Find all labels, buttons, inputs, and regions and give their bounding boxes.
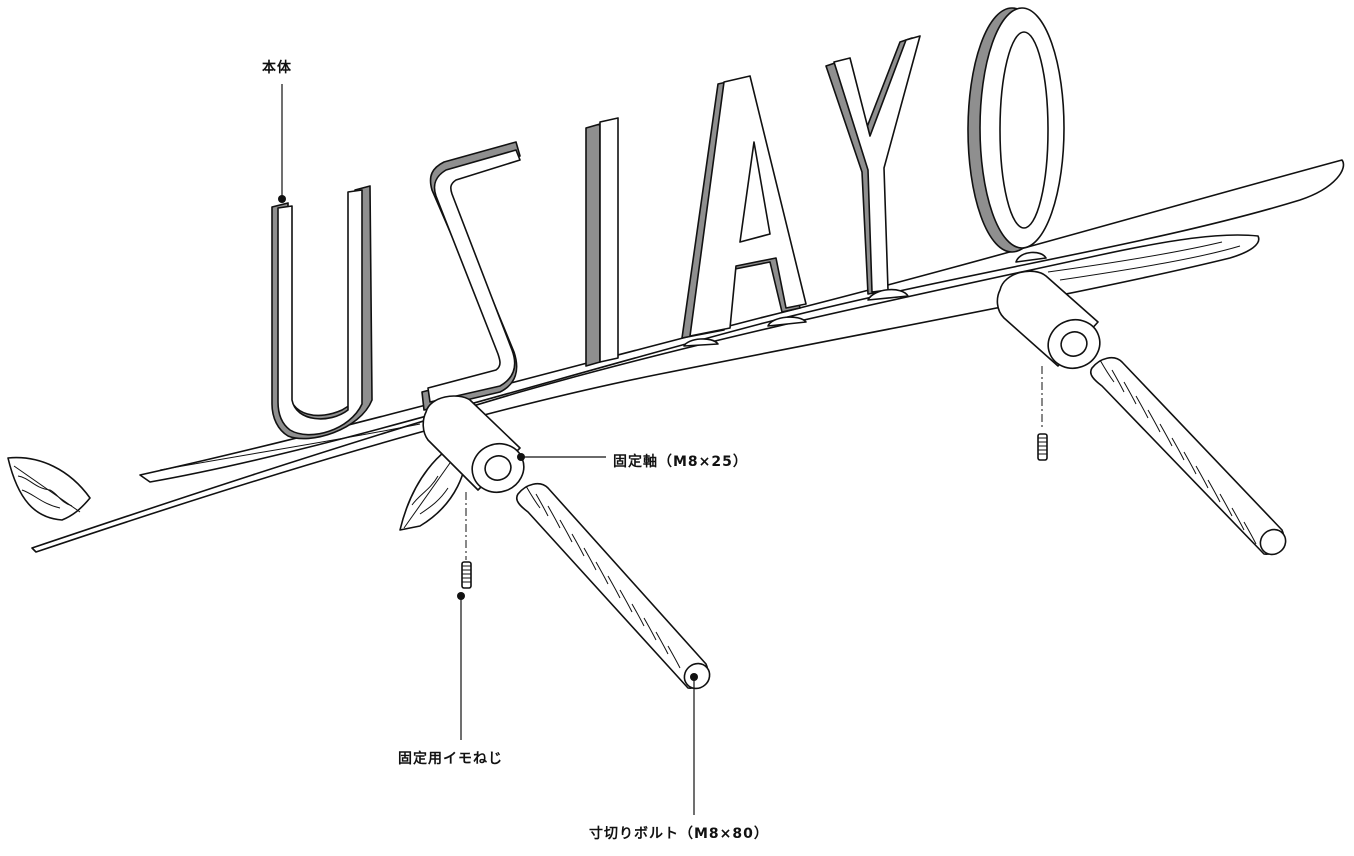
letter-a [681,75,807,339]
letter-s [421,141,521,411]
callout-fixing-shaft-label: 固定軸（M8×25） [613,454,748,470]
letter-i [585,117,619,367]
set-screw-right [1037,366,1048,461]
thread-lines-left [525,485,681,669]
callout-cut-bolt-label: 寸切りボルト（M8×80） [589,826,769,842]
leader-set-screw [457,592,465,740]
sign-body [271,7,1065,440]
callout-set-screw-label: 固定用イモねじ [398,751,503,767]
leader-cut-bolt [690,673,698,815]
cut-bolt-right [1089,356,1287,556]
fixing-shaft-left [422,395,525,494]
cut-bolt-left [515,482,711,690]
fixing-shaft-right [996,270,1101,370]
thread-lines-right [1099,359,1257,545]
letter-bosses [683,251,1047,347]
callout-body-label: 本体 [262,60,292,76]
leaf-left [7,456,91,521]
letter-y [825,35,921,295]
letter-o [967,7,1065,253]
leader-fixing-shaft [517,453,606,461]
branch [31,159,1345,553]
leader-body [278,84,286,203]
set-screw-left [461,492,472,589]
letter-u [271,185,373,440]
